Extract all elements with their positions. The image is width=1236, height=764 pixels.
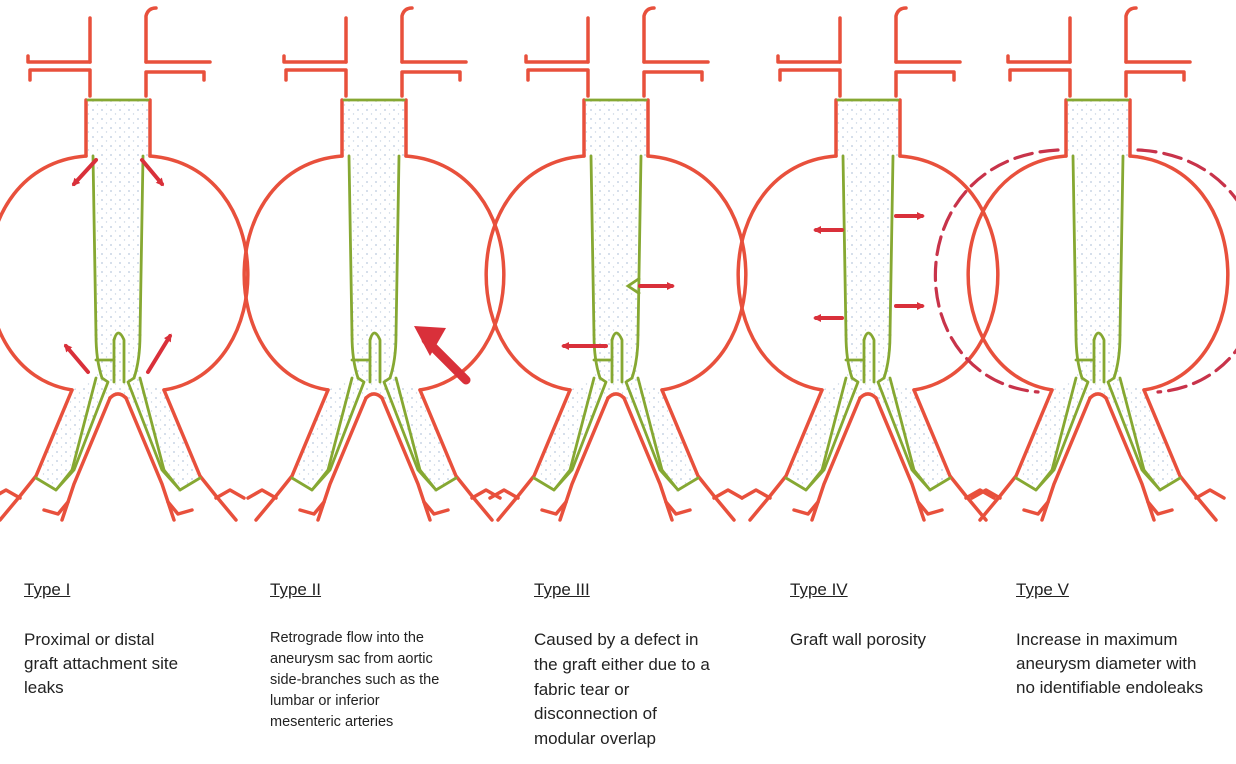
panel-description: Retrograde flow into the aneurysm sac fr… [270,628,490,733]
leak-arrow-distal-left [66,346,88,372]
panel-type-ii-illustration [244,8,504,520]
panel-title: Type I [24,580,70,600]
description-line: side-branches such as the [270,670,490,691]
panel-type-v-illustration [935,8,1236,520]
leak-arrow-distal-right [148,336,170,372]
panel-type-i-illustration [0,8,248,520]
description-line: the graft either due to a [534,653,764,678]
description-line: disconnection of [534,702,764,727]
panel-description: Caused by a defect in the graft either d… [534,628,764,752]
description-line: aneurysm sac from aortic [270,649,490,670]
description-line: graft attachment site [24,652,234,676]
panel-title: Type III [534,580,590,600]
description-line: Caused by a defect in [534,628,764,653]
panel-title: Type V [1016,580,1069,600]
description-line: modular overlap [534,727,764,752]
description-line: leaks [24,676,234,700]
description-line: Retrograde flow into the [270,628,490,649]
panel-type-iv-illustration [738,8,998,520]
description-line: aneurysm diameter with [1016,652,1234,676]
description-line: Graft wall porosity [790,628,990,652]
description-line: fabric tear or [534,678,764,703]
description-line: Increase in maximum [1016,628,1234,652]
description-line: no identifiable endoleaks [1016,676,1234,700]
description-line: Proximal or distal [24,628,234,652]
panel-description: Increase in maximum aneurysm diameter wi… [1016,628,1234,700]
panel-title: Type II [270,580,321,600]
leak-arrow-proximal-right [142,160,162,184]
description-line: lumbar or inferior [270,691,490,712]
description-line: mesenteric arteries [270,712,490,733]
panel-description: Proximal or distal graft attachment site… [24,628,234,700]
panel-type-iii-illustration [486,8,746,520]
panel-title: Type IV [790,580,848,600]
panel-description: Graft wall porosity [790,628,990,652]
